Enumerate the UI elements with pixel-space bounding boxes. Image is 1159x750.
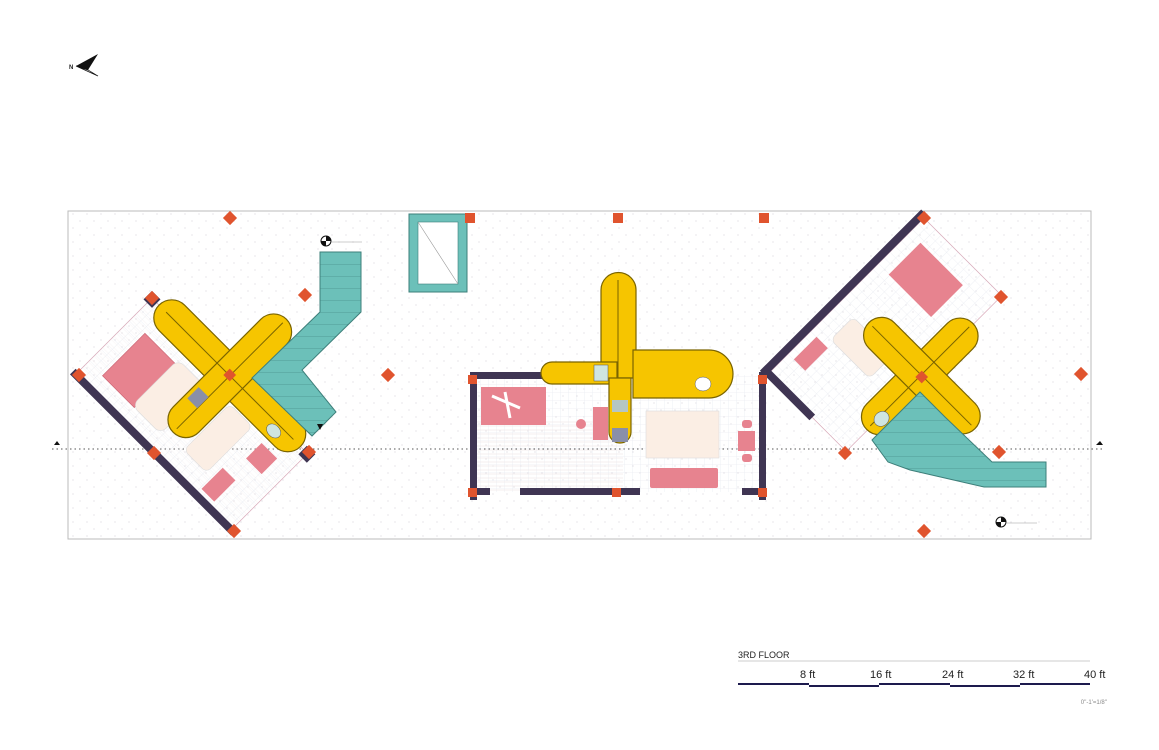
scale-label: 16 ft bbox=[870, 669, 891, 681]
elevation-marker bbox=[995, 516, 1037, 528]
toilet bbox=[873, 411, 890, 427]
north-arrow-icon: N bbox=[69, 54, 99, 77]
core-bar bbox=[632, 349, 734, 399]
stove bbox=[187, 387, 209, 409]
scale-label: 40 ft bbox=[1084, 669, 1105, 681]
floor-title: 3RD FLOOR bbox=[738, 650, 790, 660]
elevator-shaft bbox=[408, 213, 468, 293]
toilet bbox=[266, 423, 281, 439]
wall bbox=[470, 372, 477, 500]
sofa bbox=[793, 336, 828, 371]
bed bbox=[888, 242, 963, 317]
washer bbox=[593, 364, 609, 382]
wall bbox=[759, 372, 766, 500]
wall bbox=[759, 365, 816, 421]
stove bbox=[612, 428, 628, 442]
scale-note: 0''-1'=1/8'' bbox=[1081, 700, 1107, 706]
wall bbox=[759, 209, 927, 377]
columns bbox=[71, 210, 1089, 539]
sofa bbox=[650, 468, 718, 488]
scale-label: 32 ft bbox=[1013, 669, 1034, 681]
wall bbox=[520, 488, 640, 495]
wall bbox=[470, 372, 546, 379]
elevation-marker bbox=[320, 235, 362, 247]
rug bbox=[645, 410, 720, 459]
scale-label: 24 ft bbox=[942, 669, 963, 681]
sofa bbox=[201, 467, 236, 502]
north-label: N bbox=[69, 65, 73, 71]
dining-table bbox=[246, 442, 278, 475]
dining-table bbox=[738, 431, 755, 451]
scale-label: 8 ft bbox=[800, 669, 815, 681]
toilet bbox=[694, 376, 712, 392]
desk bbox=[593, 407, 608, 440]
chair bbox=[576, 419, 586, 429]
scale-bar: 3RD FLOOR 8 ft 16 ft 24 ft 32 ft 40 ft 0… bbox=[738, 650, 1107, 706]
unit-center bbox=[470, 271, 766, 500]
